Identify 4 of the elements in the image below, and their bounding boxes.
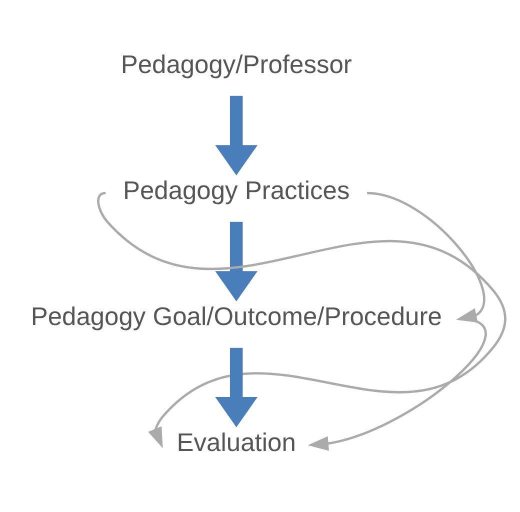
node-text: Evaluation [176, 428, 296, 457]
node-text: Pedagogy Goal/Outcome/Procedure [30, 303, 442, 332]
node-text: Pedagogy Practices [122, 177, 350, 206]
node-text: Pedagogy/Professor [120, 51, 352, 80]
